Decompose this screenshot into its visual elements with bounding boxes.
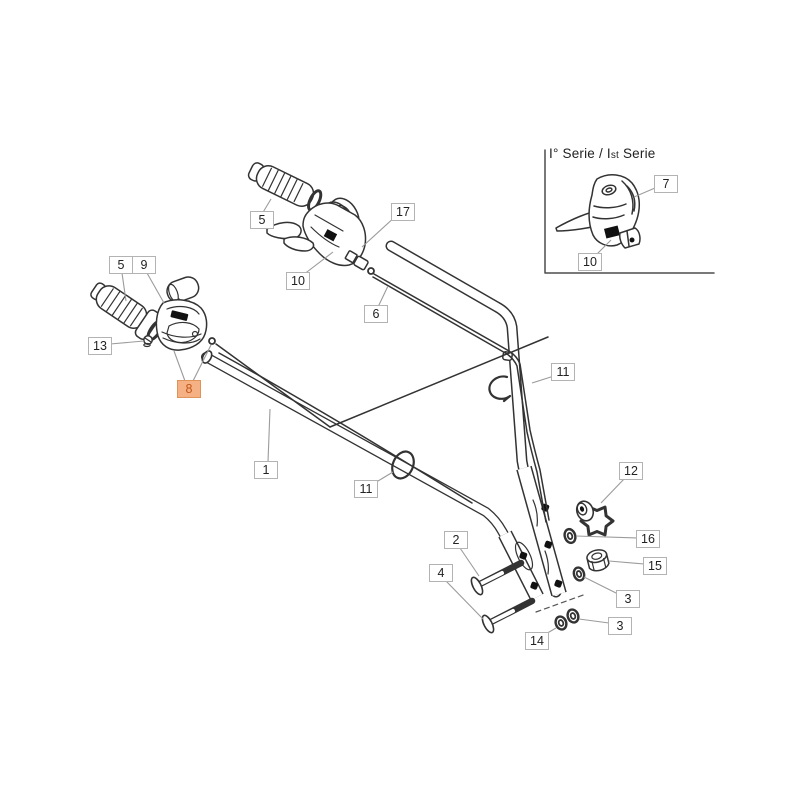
leader-line-washer-mid [583,576,619,595]
leader-line-inset-switch [595,239,612,256]
cable-clip [391,450,415,480]
leader-line-bolt-lower [445,580,484,620]
leader-line-bolt-upper [459,547,480,577]
washer-3a-part [572,566,586,582]
callout-throttle-grip[interactable]: 5 [250,211,274,229]
inset-label-small: st [610,150,620,161]
washer-14-part [554,615,568,631]
callout-throttle-cable[interactable]: 6 [364,305,388,323]
right-strap [516,465,567,597]
callout-inset-switch[interactable]: 10 [578,253,602,271]
bolt-2-part [470,559,525,596]
callout-washer-pair[interactable]: 14 [525,632,549,650]
hex-nut-part [586,549,610,572]
callout-cable-clip-lower[interactable]: 11 [354,480,378,498]
callout-mount-knob[interactable]: 9 [132,256,156,274]
inset-trigger-part [555,174,641,249]
leader-line-throttle-housing [361,215,397,248]
bolt-4-part [481,597,536,634]
star-knob-part [575,500,615,537]
leader-line-star-knob [600,477,626,504]
leader-line-handle-mount-selected [192,344,212,382]
leader-line-throttle-lever [302,251,334,276]
callout-throttle-lever[interactable]: 10 [286,272,310,290]
callout-cable-clamp-upper[interactable]: 11 [551,363,575,381]
grip-left [90,282,164,342]
leader-line-hex-nut [608,560,645,565]
grip-top [247,162,323,212]
callout-hex-nut[interactable]: 15 [643,557,667,575]
leader-line-throttle-cable [377,285,389,308]
leader-line-mount-screw [109,340,145,345]
washer-3b-part [566,608,580,624]
assembly-axis-dashed [535,593,587,613]
throttle-assembly [266,197,375,275]
leader-line-inset-trigger [633,187,656,198]
callout-star-knob[interactable]: 12 [619,462,643,480]
callout-bolt-upper[interactable]: 2 [444,531,468,549]
cables [208,273,550,523]
callout-throttle-housing[interactable]: 17 [391,203,415,221]
callout-washer-mid[interactable]: 3 [616,590,640,608]
callout-washer-upper[interactable]: 16 [636,530,660,548]
leader-lines [109,187,656,636]
callout-washer-lower[interactable]: 3 [608,617,632,635]
leader-line-left-tube [267,408,271,463]
left-tube [201,350,522,562]
inset-series-label: I° Serie / Ist Serie [549,146,655,161]
callout-bolt-lower[interactable]: 4 [429,564,453,582]
callout-mount-screw[interactable]: 13 [88,337,112,355]
inset-label-suffix: Serie [619,146,656,161]
handle-mount [155,276,208,351]
leader-line-washer-upper [575,535,638,539]
callout-handle-mount-selected[interactable]: 8 [177,380,201,398]
mount-screw-part [143,335,153,348]
leader-line-left-grip [121,272,127,302]
inset-label-prefix: I° Serie / I [549,146,611,161]
inset-frame [544,149,715,274]
cable-clamp [488,375,512,403]
washer-16-part [563,527,577,545]
leader-line-handle-mount-selected [173,350,186,382]
cable-end-ball [208,337,216,345]
leader-line-washer-lower [578,618,610,624]
leader-line-mount-knob [146,272,165,304]
leader-line-cable-clamp-upper [531,375,555,384]
throttle-cable-ball [367,267,375,275]
callout-left-tube[interactable]: 1 [254,461,278,479]
callout-left-grip[interactable]: 5 [109,256,133,274]
callout-inset-trigger[interactable]: 7 [654,175,678,193]
